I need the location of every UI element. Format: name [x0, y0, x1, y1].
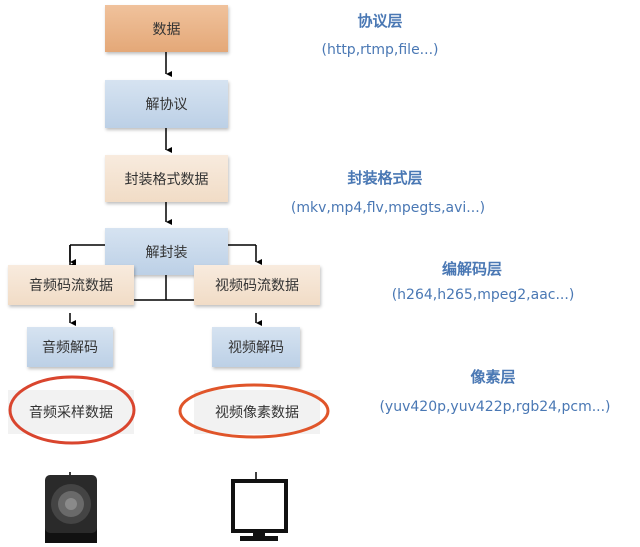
audio-samples-label: 音频采样数据 [29, 405, 113, 421]
video-pixels-box: 视频像素数据 [194, 390, 320, 434]
container-data-box: 封装格式数据 [105, 155, 228, 202]
video-decode-box: 视频解码 [212, 327, 300, 367]
protocol-layer-title: 协议层 [357, 12, 403, 30]
data-box: 数据 [105, 5, 228, 52]
protocol-layer-examples: (http,rtmp,file...) [321, 42, 439, 58]
speaker-icon [45, 475, 97, 543]
audio-highlight-ellipse [8, 375, 136, 445]
audio-stream-label: 音频码流数据 [29, 278, 113, 294]
deprotocol-box: 解协议 [105, 80, 228, 128]
audio-samples-box: 音频采样数据 [8, 390, 134, 434]
container-layer-title: 封装格式层 [347, 169, 423, 187]
pixel-layer-title: 像素层 [470, 368, 516, 386]
deprotocol-label: 解协议 [145, 97, 188, 113]
monitor-icon [231, 479, 288, 541]
container-layer-examples: (mkv,mp4,flv,mpegts,avi...) [290, 200, 486, 216]
pixel-layer-examples: (yuv420p,yuv422p,rgb24,pcm...) [379, 399, 611, 415]
video-decode-label: 视频解码 [228, 340, 284, 356]
audio-decode-label: 音频解码 [42, 340, 98, 356]
data-label: 数据 [152, 21, 181, 38]
codec-layer-title: 编解码层 [441, 260, 503, 278]
video-stream-label: 视频码流数据 [215, 278, 299, 294]
container-data-label: 封装格式数据 [124, 171, 209, 188]
video-stream-box: 视频码流数据 [194, 265, 320, 305]
video-pixels-label: 视频像素数据 [215, 405, 299, 421]
audio-decode-box: 音频解码 [27, 327, 113, 367]
codec-layer-examples: (h264,h265,mpeg2,aac...) [391, 287, 575, 303]
demux-label: 解封装 [145, 244, 188, 261]
audio-stream-box: 音频码流数据 [8, 265, 134, 305]
video-highlight-ellipse [178, 383, 330, 439]
